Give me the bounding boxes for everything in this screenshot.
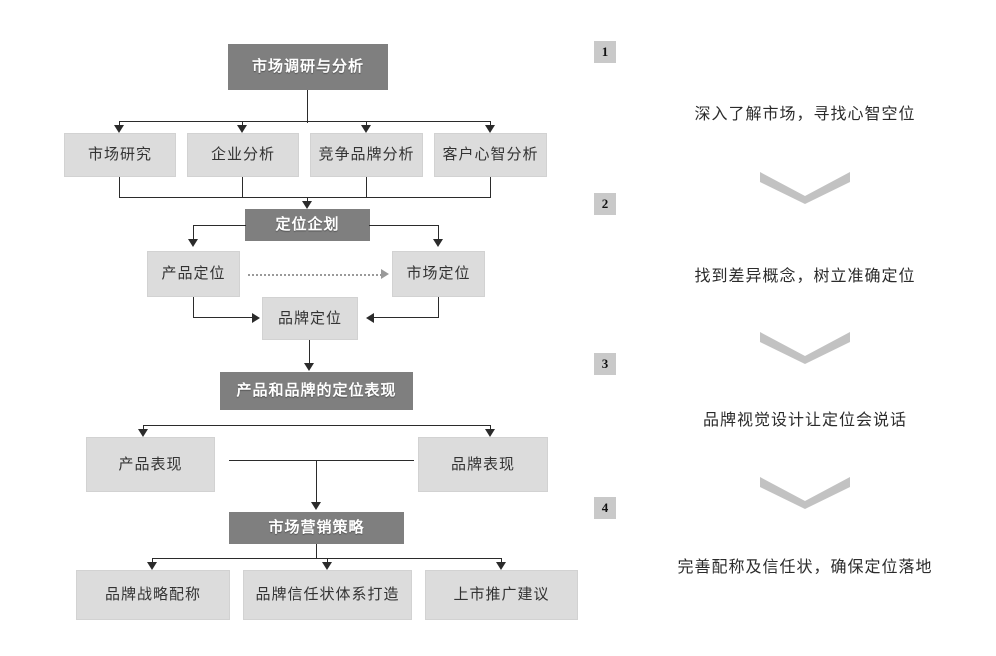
- connector-stage1-drop-2: [242, 121, 243, 127]
- arrow-into-stage2: [302, 201, 312, 209]
- connector-product-to-brand-riser: [193, 297, 194, 318]
- connector-merge3-stem: [316, 460, 317, 504]
- connector-product-to-brand-run: [193, 317, 253, 318]
- node-customer-mind-analysis[interactable]: 客户心智分析: [434, 133, 547, 177]
- connector-stage2-left-drop: [193, 225, 194, 241]
- note-stage-1: 深入了解市场，寻找心智空位: [694, 106, 916, 123]
- node-launch-promotion-advice[interactable]: 上市推广建议: [425, 570, 578, 620]
- connector-stage3-drop-left: [143, 425, 144, 431]
- connector-stage3-bus: [143, 425, 491, 426]
- connector-merge3-bus: [229, 460, 414, 461]
- arrow-product-to-brand: [252, 313, 260, 323]
- connector-product-to-market-dotted: [248, 274, 382, 276]
- arrow-to-brand-expression: [485, 429, 495, 437]
- connector-market-to-brand-run: [374, 317, 439, 318]
- connector-stage4-drop-2: [327, 558, 328, 564]
- node-product-brand-expression[interactable]: 产品和品牌的定位表现: [220, 372, 413, 410]
- node-marketing-strategy[interactable]: 市场营销策略: [229, 512, 404, 544]
- arrow-stage4-child-3: [496, 562, 506, 570]
- step-badge-1: 1: [594, 41, 616, 63]
- node-competitor-brand-analysis[interactable]: 竞争品牌分析: [310, 133, 423, 177]
- connector-stage1-drop-4: [490, 121, 491, 127]
- note-stage-3: 品牌视觉设计让定位会说话: [702, 412, 907, 429]
- connector-stage1-bus: [119, 121, 491, 122]
- connector-stage3-drop-right: [490, 425, 491, 431]
- node-enterprise-analysis[interactable]: 企业分析: [187, 133, 299, 177]
- connector-stage2-right-bus: [369, 225, 439, 226]
- connector-stage2-right-drop: [438, 225, 439, 241]
- chevron-down-icon-3: [760, 475, 850, 509]
- step-badge-4: 4: [594, 497, 616, 519]
- step-badge-3: 3: [594, 353, 616, 375]
- node-brand-expression[interactable]: 品牌表现: [418, 437, 548, 492]
- node-market-research-analysis[interactable]: 市场调研与分析: [228, 44, 388, 90]
- arrow-to-product-positioning: [188, 239, 198, 247]
- node-brand-trust-system[interactable]: 品牌信任状体系打造: [243, 570, 412, 620]
- connector-stage2-left-bus: [193, 225, 246, 226]
- arrow-stage1-child-2: [237, 125, 247, 133]
- connector-stage1-drop-1: [119, 121, 120, 127]
- connector-stage1-stem: [307, 90, 308, 123]
- connector-market-to-brand-riser: [438, 297, 439, 318]
- arrow-stage4-child-2: [322, 562, 332, 570]
- note-stage-4: 完善配称及信任状，确保定位落地: [677, 559, 933, 576]
- arrow-stage1-child-4: [485, 125, 495, 133]
- node-product-positioning[interactable]: 产品定位: [147, 251, 240, 297]
- note-stage-2: 找到差异概念，树立准确定位: [694, 268, 916, 285]
- node-product-expression[interactable]: 产品表现: [86, 437, 215, 492]
- connector-merge1-riser-3: [366, 177, 367, 198]
- arrow-into-stage3: [304, 363, 314, 371]
- arrow-to-market-positioning: [433, 239, 443, 247]
- connector-stage4-drop-3: [501, 558, 502, 564]
- connector-merge1-bus: [119, 197, 491, 198]
- arrow-to-product-expression: [138, 429, 148, 437]
- connector-stage4-drop-1: [152, 558, 153, 564]
- arrow-stage1-child-1: [114, 125, 124, 133]
- node-market-positioning[interactable]: 市场定位: [392, 251, 485, 297]
- connector-merge1-riser-2: [242, 177, 243, 198]
- arrow-into-stage4: [311, 502, 321, 510]
- connector-stage1-drop-3: [366, 121, 367, 127]
- node-brand-strategy-alignment[interactable]: 品牌战略配称: [76, 570, 230, 620]
- node-positioning-planning[interactable]: 定位企划: [245, 209, 370, 241]
- arrow-product-to-market: [381, 269, 389, 279]
- connector-merge1-riser-4: [490, 177, 491, 198]
- connector-brand-to-stage3: [309, 340, 310, 366]
- arrow-stage1-child-3: [361, 125, 371, 133]
- connector-stage4-stem: [316, 544, 317, 559]
- node-market-study[interactable]: 市场研究: [64, 133, 176, 177]
- chevron-down-icon-2: [760, 330, 850, 364]
- connector-merge1-riser-1: [119, 177, 120, 198]
- arrow-market-to-brand: [366, 313, 374, 323]
- arrow-stage4-child-1: [147, 562, 157, 570]
- node-brand-positioning[interactable]: 品牌定位: [262, 297, 358, 340]
- chevron-down-icon-1: [760, 170, 850, 204]
- step-badge-2: 2: [594, 193, 616, 215]
